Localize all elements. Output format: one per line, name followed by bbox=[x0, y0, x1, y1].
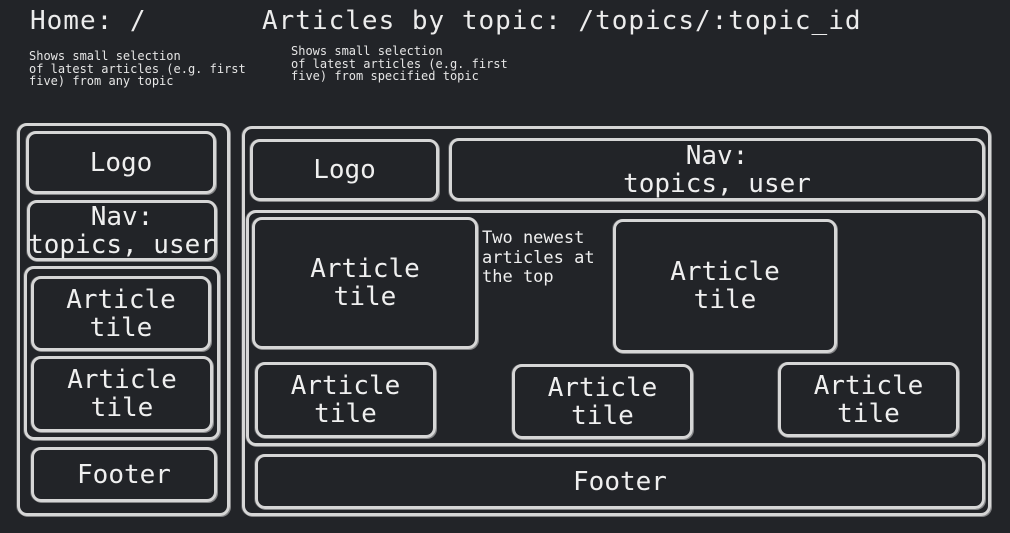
topic-footer-label: Footer bbox=[573, 466, 667, 497]
home-logo-box bbox=[26, 131, 216, 194]
home-article-tile bbox=[31, 276, 211, 351]
home-footer-box bbox=[31, 447, 217, 502]
home-article-tile bbox=[31, 356, 213, 432]
topic-article-tile bbox=[512, 364, 693, 439]
topic-page-frame bbox=[242, 126, 991, 516]
home-articles-container bbox=[24, 266, 220, 440]
topic-footer-box bbox=[255, 454, 985, 509]
topic-article-tile-label: Article tile bbox=[813, 370, 924, 429]
topic-featured-article-tile-label: Article tile bbox=[310, 254, 420, 312]
home-article-tile-label: Article tile bbox=[66, 284, 176, 343]
topic-articles-container bbox=[246, 210, 985, 446]
home-footer-label: Footer bbox=[77, 459, 171, 490]
home-wireframe-description: Shows small selection of latest articles… bbox=[29, 49, 246, 88]
topic-featured-article-tile bbox=[613, 219, 837, 353]
topic-article-tile bbox=[778, 362, 959, 437]
topic-article-tile-label: Article tile bbox=[290, 371, 401, 429]
home-nav-box bbox=[27, 200, 217, 261]
topic-annotation-note: Two newest articles at the top bbox=[482, 228, 595, 287]
topic-nav-label: Nav: topics, user bbox=[623, 140, 811, 199]
topic-article-tile-label: Article tile bbox=[547, 372, 658, 431]
topic-featured-article-tile-label: Article tile bbox=[670, 257, 780, 315]
topic-logo-box bbox=[250, 139, 439, 201]
topic-wireframe-description: Shows small selection of latest articles… bbox=[291, 44, 508, 83]
topic-featured-article-tile bbox=[252, 217, 478, 349]
home-nav-label: Nav: topics, user bbox=[28, 201, 216, 260]
topic-wireframe-title: Articles by topic: /topics/:topic_id bbox=[262, 6, 862, 36]
home-logo-label: Logo bbox=[89, 147, 153, 178]
home-wireframe-title: Home: / bbox=[30, 6, 147, 36]
topic-article-tile bbox=[255, 362, 436, 438]
topic-nav-box bbox=[449, 138, 985, 201]
topic-logo-label: Logo bbox=[313, 155, 376, 185]
home-page-frame bbox=[17, 123, 230, 516]
home-article-tile-label: Article tile bbox=[67, 365, 177, 423]
